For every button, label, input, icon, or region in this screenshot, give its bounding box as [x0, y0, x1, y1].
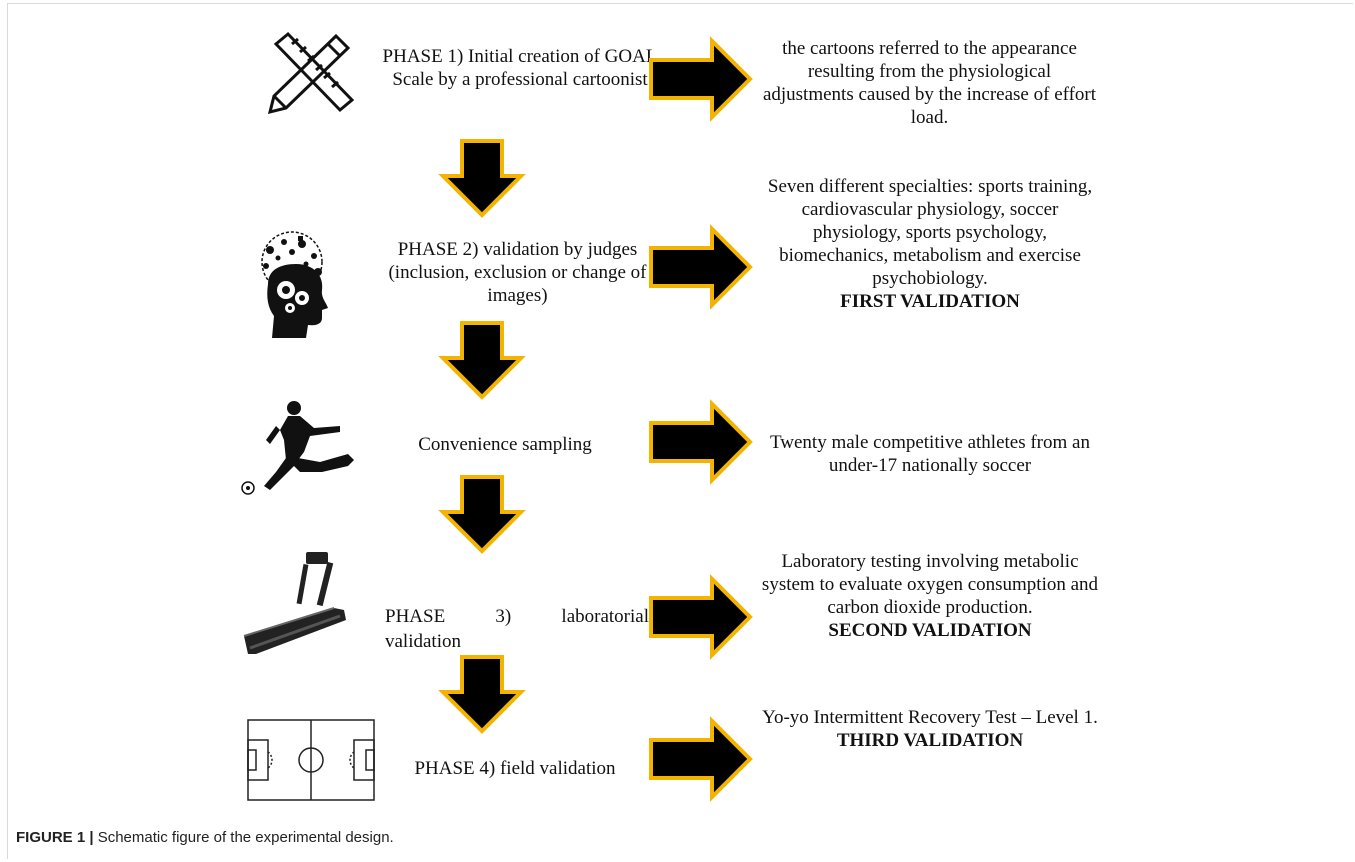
down-arrow-4	[438, 655, 526, 734]
figure-caption-label: FIGURE 1 |	[16, 829, 94, 846]
down-arrow-3	[438, 475, 526, 554]
right-arrow-4	[649, 574, 753, 660]
third-validation-label: THIRD VALIDATION	[836, 730, 1024, 751]
description-3: Twenty male competitive athletes from an…	[760, 431, 1100, 477]
description-5: Yo-yo Intermittent Recovery Test – Level…	[762, 706, 1098, 752]
phase-3-number: 3)	[495, 606, 512, 627]
down-arrow-1	[438, 139, 526, 218]
description-2-text: Seven different specialties: sports trai…	[767, 176, 1093, 289]
phase-3-label: PHASE 3) laboratorial	[385, 606, 649, 628]
treadmill-icon	[243, 552, 346, 654]
phase-3-word: PHASE	[385, 606, 446, 627]
phase-3-validation: validation	[385, 631, 461, 652]
right-arrow-5	[649, 716, 753, 802]
right-arrow-3	[649, 399, 753, 485]
description-1: the cartoons referred to the appearance …	[762, 37, 1097, 129]
first-validation-label: FIRST VALIDATION	[840, 291, 1020, 312]
right-arrow-2	[649, 224, 753, 310]
description-4: Laboratory testing involving metabolic s…	[760, 550, 1100, 642]
phase-2-label: PHASE 2) validation by judges (inclusion…	[388, 239, 647, 306]
phase-1-label: PHASE 1) Initial creation of GOAL Scale …	[382, 46, 658, 90]
description-3-text: Twenty male competitive athletes from an…	[770, 432, 1090, 476]
description-4-text: Laboratory testing involving metabolic s…	[761, 551, 1099, 618]
phase-4-label: PHASE 4) field validation	[414, 758, 616, 779]
figure-caption-text: Schematic figure of the experimental des…	[93, 829, 394, 846]
phase-3-laboratorial: laboratorial	[561, 606, 649, 627]
convenience-sampling-label: Convenience sampling	[418, 434, 592, 455]
soccer-field-icon	[247, 719, 375, 801]
description-5-text: Yo-yo Intermittent Recovery Test – Level…	[762, 707, 1098, 728]
pencil-ruler-icon	[267, 31, 355, 115]
head-gears-icon	[261, 231, 328, 338]
second-validation-label: SECOND VALIDATION	[828, 620, 1032, 641]
description-1-text: the cartoons referred to the appearance …	[762, 38, 1097, 128]
soccer-player-icon	[241, 401, 354, 495]
figure-caption: FIGURE 1 | Schematic figure of the exper…	[16, 829, 394, 846]
right-arrow-1	[649, 36, 753, 122]
description-2: Seven different specialties: sports trai…	[760, 175, 1100, 313]
figure-frame	[7, 3, 1353, 859]
down-arrow-2	[438, 321, 526, 400]
